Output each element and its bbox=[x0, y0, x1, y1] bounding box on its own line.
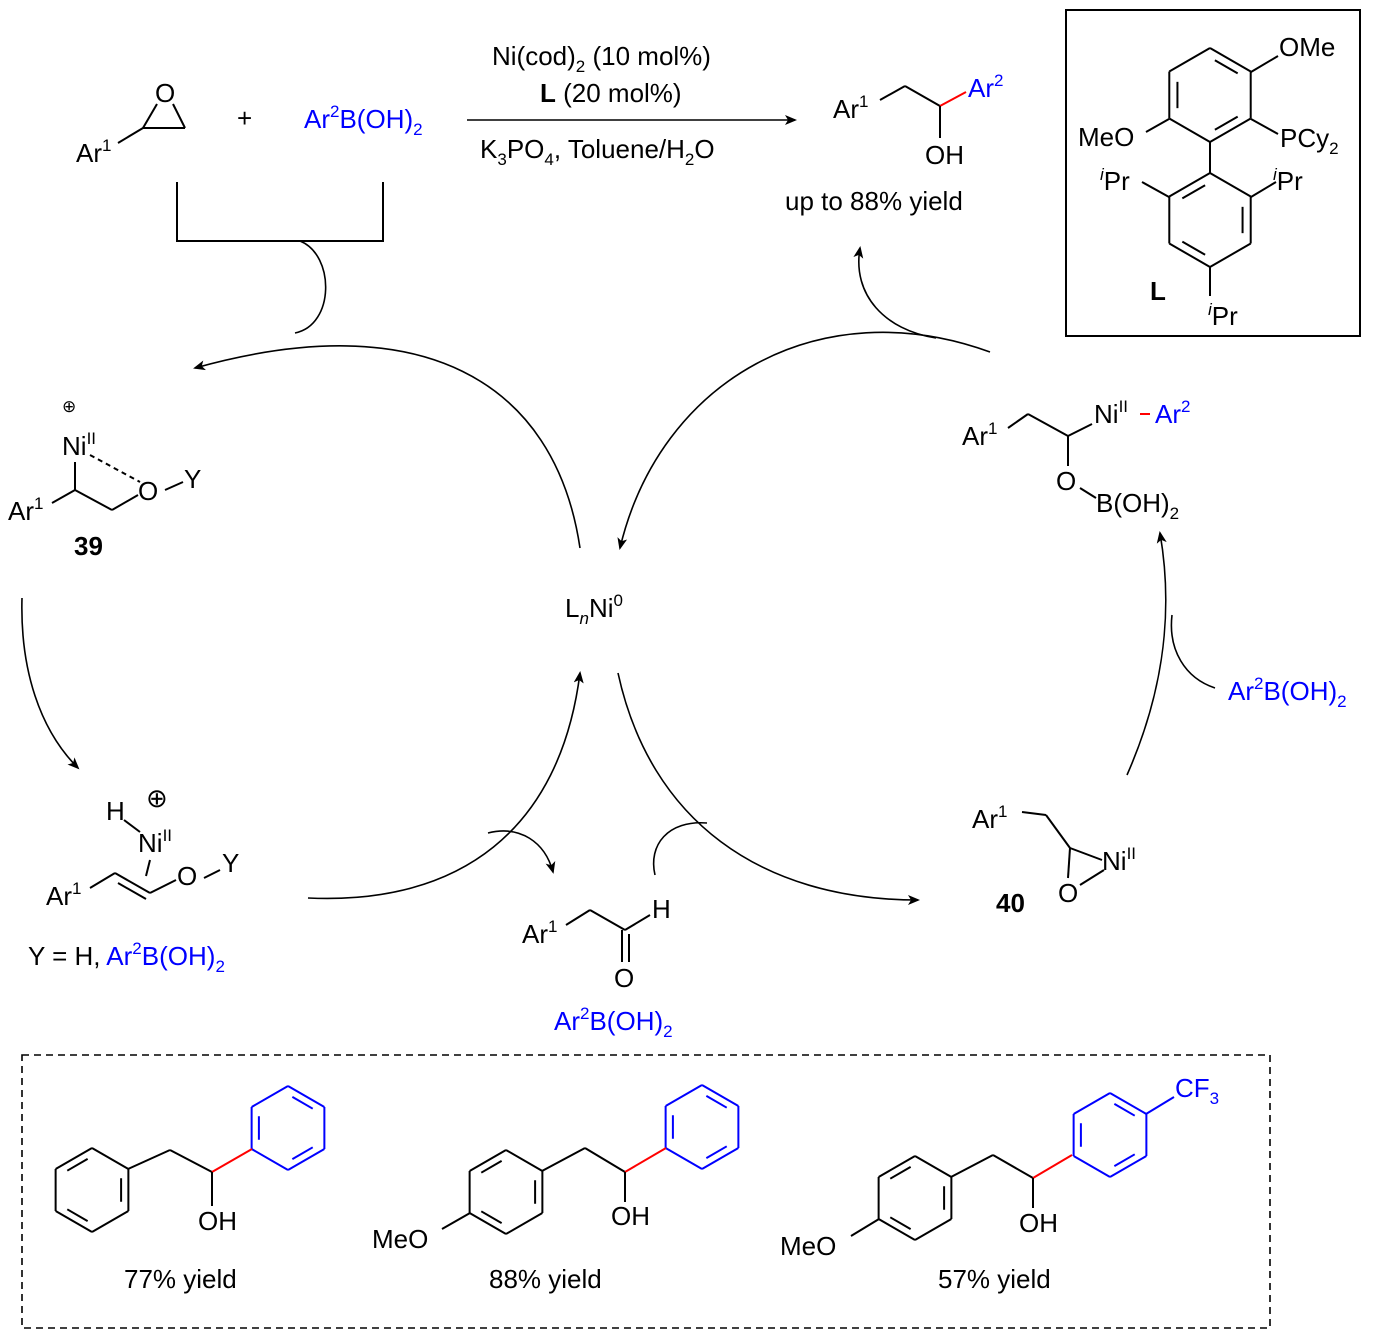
arrow-40-to-transmetalation bbox=[1126, 531, 1167, 776]
boronic-acid-label: Ar2B(OH)2 bbox=[554, 1004, 673, 1041]
methoxy-label: OMe bbox=[1279, 32, 1335, 62]
ar1-label: Ar1 bbox=[8, 494, 43, 526]
ligand-box: OMe MeO PCy2 iPr iPr iPr L bbox=[1065, 9, 1361, 337]
hydrogen-label: H bbox=[652, 894, 671, 924]
nickel-label: NiII bbox=[1094, 397, 1128, 429]
benzene-ring bbox=[1168, 172, 1252, 268]
oxygen-label: O bbox=[155, 78, 175, 108]
ar2-label: Ar2 bbox=[968, 71, 1003, 103]
product-yield: up to 88% yield bbox=[785, 186, 963, 216]
intermediate-39: ⊕ NiII Ar1 O Y 39 bbox=[8, 397, 201, 561]
boron-label: B(OH)2 bbox=[1096, 488, 1179, 523]
ar1-label: Ar1 bbox=[522, 917, 557, 949]
hydroxyl-label: OH bbox=[925, 140, 964, 170]
arrow-to-product bbox=[853, 246, 937, 339]
positive-charge-icon: ⊕ bbox=[146, 783, 168, 813]
intermediate-40: Ar1 NiII O 40 bbox=[972, 802, 1136, 918]
plus-sign: + bbox=[237, 103, 252, 133]
benzene-ring bbox=[1168, 47, 1252, 143]
catalyst-condition: Ni(cod)2 (10 mol%) bbox=[492, 41, 711, 76]
hydroxyl-label: OH bbox=[198, 1206, 237, 1236]
epoxide-reactant: Ar1 O bbox=[76, 78, 186, 168]
hydroxyl-label: OH bbox=[611, 1201, 650, 1231]
nickel-label: NiII bbox=[62, 429, 96, 461]
methoxy-label: MeO bbox=[372, 1224, 428, 1254]
arrow-boronic-entry bbox=[1170, 614, 1216, 689]
boronic-acid-reactant: Ar2B(OH)2 bbox=[304, 102, 423, 139]
aryl2-ring bbox=[664, 1084, 740, 1170]
trifluoromethyl-label: CF3 bbox=[1175, 1073, 1219, 1108]
arrow-39-to-hydride bbox=[21, 597, 80, 770]
arrow-reductive-elimination bbox=[617, 331, 991, 550]
oxygen-label: O bbox=[177, 861, 197, 891]
arrow-to-catalyst bbox=[307, 671, 584, 900]
intermediate-number: 40 bbox=[996, 888, 1025, 918]
arrow-to-40 bbox=[617, 672, 920, 905]
aldehyde-intermediate: Ar1 H O Ar2B(OH)2 bbox=[522, 894, 673, 1041]
oxygen-label: O bbox=[1056, 466, 1076, 496]
y-label: Y bbox=[222, 848, 239, 878]
example-yield: 57% yield bbox=[938, 1264, 1051, 1294]
example-1: OH 77% yield bbox=[124, 1148, 253, 1294]
isopropyl-label: iPr bbox=[1100, 165, 1130, 196]
oxygen-label: O bbox=[614, 963, 634, 993]
intermediate-number: 39 bbox=[74, 531, 103, 561]
anisole-ring bbox=[468, 1149, 544, 1235]
phosphine-label: PCy2 bbox=[1280, 123, 1339, 158]
example-yield: 77% yield bbox=[124, 1264, 237, 1294]
hydroxyl-label: OH bbox=[1019, 1208, 1058, 1238]
ar1-label: Ar1 bbox=[962, 419, 997, 451]
nickel-hydride-intermediate: ⊕ H NiII Ar1 O Y Y = H, Ar2B(OH)2 bbox=[28, 783, 239, 976]
isopropyl-label: iPr bbox=[1208, 300, 1238, 331]
arrow-to-39 bbox=[193, 345, 581, 549]
boronic-acid-label: Ar2B(OH)2 bbox=[1228, 674, 1347, 711]
example-2: OH MeO 88% yield bbox=[372, 1147, 667, 1294]
ar2-label: Ar2 bbox=[1155, 397, 1190, 429]
arrow-aldehyde-uptake bbox=[652, 822, 708, 876]
base-solvent-condition: K3PO4, Toluene/H2O bbox=[480, 134, 715, 169]
positive-charge-icon: ⊕ bbox=[62, 397, 76, 416]
y-definition: Y = H, Ar2B(OH)2 bbox=[28, 939, 225, 976]
ar1-label: Ar1 bbox=[76, 136, 111, 168]
isopropyl-label: iPr bbox=[1273, 165, 1303, 196]
methoxy-label: MeO bbox=[1078, 122, 1134, 152]
aryl2-ring bbox=[250, 1085, 326, 1171]
hydride-label: H bbox=[106, 796, 125, 826]
example-yield: 88% yield bbox=[489, 1264, 602, 1294]
nickel-label: NiII bbox=[138, 826, 172, 858]
cycle-arrows bbox=[21, 182, 1216, 905]
methoxy-label: MeO bbox=[780, 1231, 836, 1261]
anisole-ring bbox=[877, 1155, 953, 1241]
ar1-label: Ar1 bbox=[46, 879, 81, 911]
product: Ar1 Ar2 OH up to 88% yield bbox=[785, 71, 1003, 216]
ligand-label: L bbox=[1150, 276, 1166, 306]
examples-box: OH 77% yield OH MeO 88% yield OH MeO CF3… bbox=[21, 1054, 1271, 1329]
nickel-label: NiII bbox=[1102, 844, 1136, 876]
catalyst-lnni0: LnNi0 bbox=[565, 591, 623, 628]
ar1-label: Ar1 bbox=[833, 92, 868, 124]
transmetalation-intermediate: Ar1 NiII Ar2 O B(OH)2 bbox=[962, 397, 1190, 523]
oxygen-label: O bbox=[138, 476, 158, 506]
benzene-ring bbox=[54, 1147, 130, 1233]
reactant-bracket bbox=[176, 182, 384, 242]
aryl2-ring bbox=[1072, 1092, 1148, 1178]
example-3: OH MeO CF3 57% yield bbox=[780, 1073, 1219, 1294]
y-label: Y bbox=[184, 464, 201, 494]
ar1-label: Ar1 bbox=[972, 802, 1007, 834]
oxygen-label: O bbox=[1058, 878, 1078, 908]
ligand-condition: L (20 mol%) bbox=[540, 78, 682, 108]
arrow-release-aldehyde bbox=[487, 830, 556, 874]
